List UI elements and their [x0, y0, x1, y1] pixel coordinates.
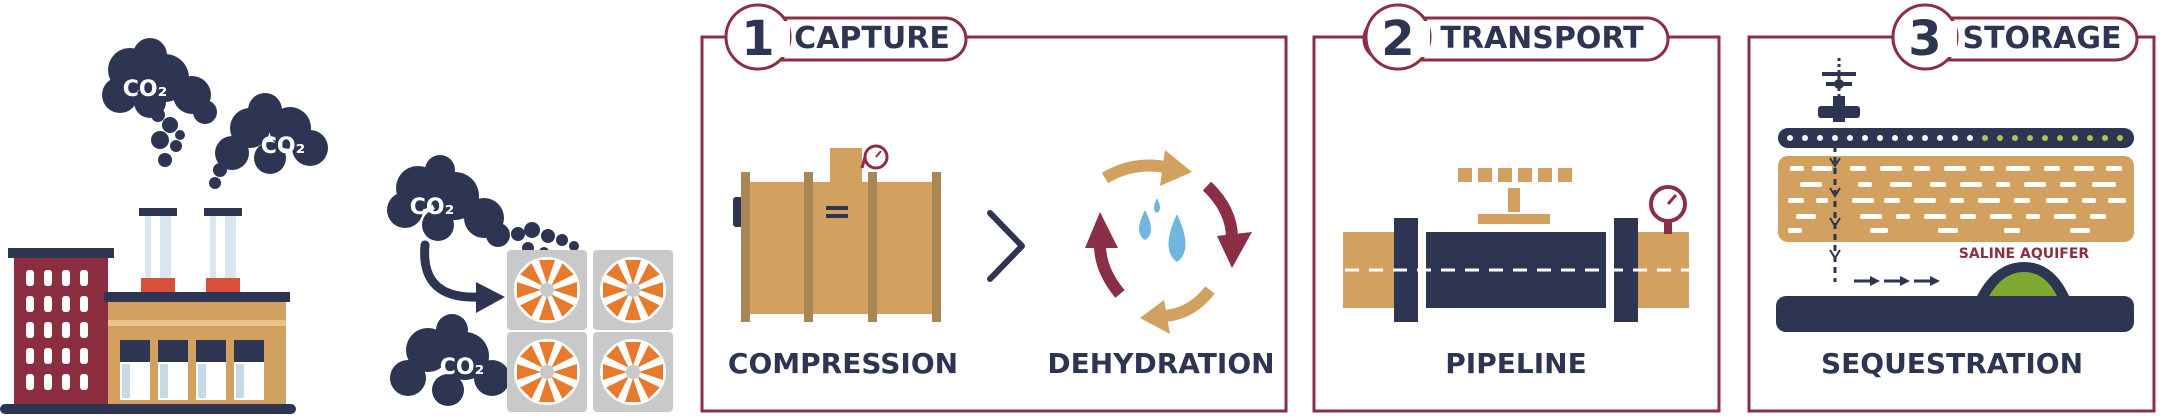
step-title: TRANSPORT	[1440, 21, 1644, 56]
factory-building	[104, 292, 290, 408]
co2-cloud-factory-left: CO₂	[102, 38, 217, 124]
step-title: CAPTURE	[794, 21, 950, 56]
transport-tab: 2 TRANSPORT	[1362, 3, 1670, 71]
ground-line	[0, 404, 296, 414]
fan-icon	[507, 332, 587, 412]
co2-cloud-factory-right: CO₂	[215, 93, 328, 174]
step-number: 3	[1908, 11, 1941, 67]
dehydration-icon	[1085, 150, 1252, 334]
fan-capture-illustration: CO₂ CO₂	[387, 155, 673, 412]
storage-tab: 3 STORAGE	[1891, 3, 2139, 71]
wellhead-icon	[1818, 58, 1860, 124]
geology-cross-section: SALINE AQUIFER	[1776, 128, 2134, 332]
transport-panel: 2 TRANSPORT PIPELINE	[1312, 3, 1721, 413]
sequestration-label: SEQUESTRATION	[1821, 347, 2083, 380]
co2-label: CO₂	[440, 355, 484, 380]
dehydration-label: DEHYDRATION	[1047, 347, 1274, 380]
pipeline-icon	[1343, 168, 1689, 322]
step-number: 1	[741, 11, 774, 67]
saline-aquifer-label: SALINE AQUIFER	[1959, 246, 2090, 262]
co2-cloud-upper: CO₂	[387, 155, 510, 247]
compression-label: COMPRESSION	[728, 347, 958, 380]
co2-label: CO₂	[123, 77, 167, 102]
flow-arrow	[420, 240, 485, 302]
co2-label: CO₂	[261, 134, 305, 159]
capture-tab: 1 CAPTURE	[724, 3, 968, 71]
chevron-right-icon	[987, 210, 1025, 282]
co2-label: CO₂	[410, 195, 454, 220]
fan-unit-grid	[507, 250, 673, 412]
pipeline-label: PIPELINE	[1445, 347, 1586, 380]
factory-tower	[8, 248, 114, 408]
step-number: 2	[1381, 11, 1414, 67]
fan-icon	[593, 250, 673, 330]
step-title: STORAGE	[1962, 21, 2121, 56]
co2-cloud-lower: CO₂	[390, 314, 510, 406]
chimneys	[139, 208, 242, 292]
capture-panel: 1 CAPTURE	[700, 3, 1288, 413]
flow-arrows	[1854, 276, 1940, 286]
compressor-icon	[733, 144, 941, 322]
fan-icon	[593, 332, 673, 412]
arrow-head	[476, 282, 505, 313]
fan-icon	[507, 250, 587, 330]
storage-panel: 3 STORAGE	[1747, 3, 2156, 413]
factory-illustration: CO₂ CO₂	[0, 38, 328, 414]
